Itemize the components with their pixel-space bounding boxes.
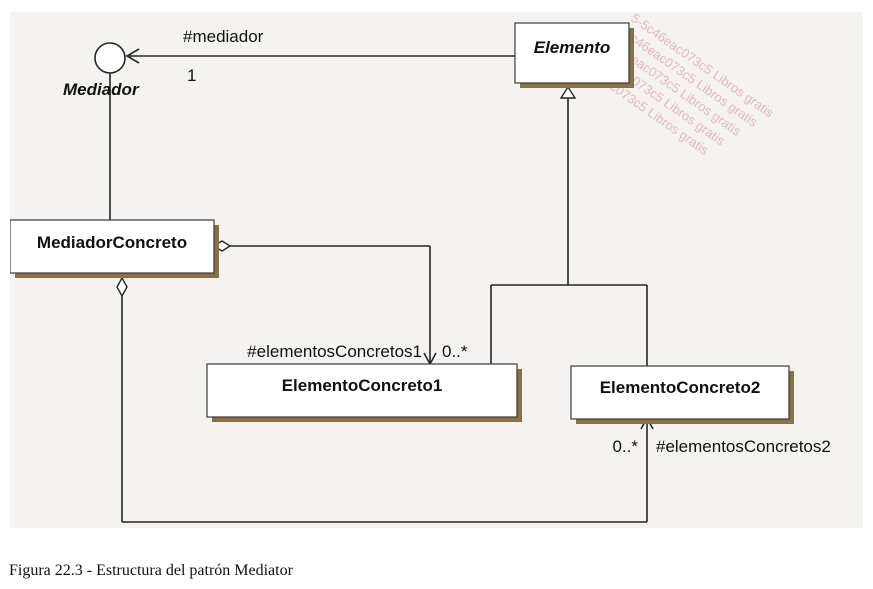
diagram-area: 5-5c46eac073c5 Libros gratis 5-5c46eac07… (10, 12, 863, 528)
aggregation-ec2-diamond (116, 276, 128, 298)
class-mediador-concreto: MediadorConcreto (10, 219, 219, 278)
multiplicity-ec2-label: 0..* (612, 437, 638, 456)
interface-mediador-label: Mediador (63, 80, 140, 99)
interface-circle (94, 42, 126, 74)
class-box (570, 365, 790, 420)
class-elemento-concreto2-name: ElementoConcreto2 (600, 378, 761, 397)
multiplicity-mediador-label: 1 (187, 66, 196, 85)
role-mediador-label: #mediador (183, 27, 264, 46)
role-ec2-label: #elementosConcretos2 (656, 437, 831, 456)
class-box (206, 363, 518, 418)
class-box (10, 219, 215, 274)
association-labels: #mediador 1 #elementosConcretos1 0..* 0.… (183, 27, 831, 456)
generalization-triangle (559, 85, 577, 99)
figure-caption: Figura 22.3 - Estructura del patrón Medi… (9, 562, 293, 579)
interface-mediador: Mediador (63, 42, 140, 99)
class-box (514, 22, 630, 84)
class-elemento-concreto1-name: ElementoConcreto1 (282, 376, 443, 395)
connectors (109, 48, 654, 523)
class-elemento-name: Elemento (534, 38, 611, 57)
class-elemento: Elemento (514, 22, 634, 88)
class-elemento-concreto2: ElementoConcreto2 (570, 365, 794, 424)
multiplicity-ec1-label: 0..* (442, 342, 468, 361)
class-mediador-concreto-name: MediadorConcreto (37, 233, 187, 252)
role-ec1-label: #elementosConcretos1 (247, 342, 422, 361)
association-mediador-arrowhead (125, 48, 140, 64)
class-elemento-concreto1: ElementoConcreto1 (206, 363, 522, 422)
uml-diagram: 5-5c46eac073c5 Libros gratis 5-5c46eac07… (10, 12, 831, 523)
